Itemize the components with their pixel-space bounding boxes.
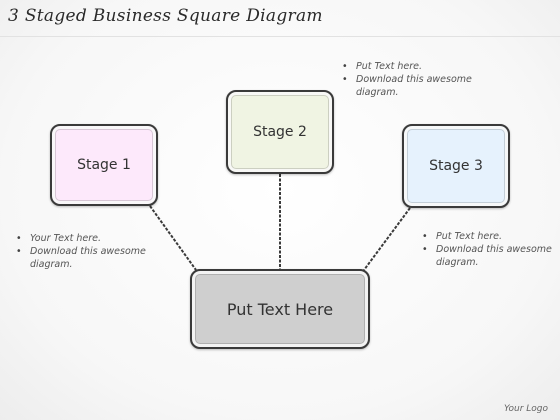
notes-left: Your Text here. Download this awesome di… xyxy=(14,232,164,271)
stage-3-box: Stage 3 xyxy=(402,124,510,208)
notes-right: Put Text here. Download this awesome dia… xyxy=(420,230,555,269)
center-box: Put Text Here xyxy=(190,269,370,349)
notes-top: Put Text here. Download this awesome dia… xyxy=(340,60,490,99)
note-item: Download this awesome diagram. xyxy=(14,245,164,271)
connector-stage3 xyxy=(363,207,411,271)
stage-1-box: Stage 1 xyxy=(50,124,158,206)
note-item: Download this awesome diagram. xyxy=(340,73,490,99)
center-label: Put Text Here xyxy=(226,299,334,319)
note-item: Your Text here. xyxy=(14,232,164,245)
title-divider xyxy=(0,36,560,37)
stage-2-label: Stage 2 xyxy=(253,124,307,140)
logo-placeholder: Your Logo xyxy=(503,404,548,414)
connector-stage1 xyxy=(149,205,197,271)
note-item: Put Text here. xyxy=(420,230,555,243)
diagram-title: 3 Staged Business Square Diagram xyxy=(8,6,323,26)
stage-2-box: Stage 2 xyxy=(226,90,334,174)
stage-1-label: Stage 1 xyxy=(77,157,131,173)
note-item: Download this awesome diagram. xyxy=(420,243,555,269)
stage-3-label: Stage 3 xyxy=(429,158,483,174)
note-item: Put Text here. xyxy=(340,60,490,73)
